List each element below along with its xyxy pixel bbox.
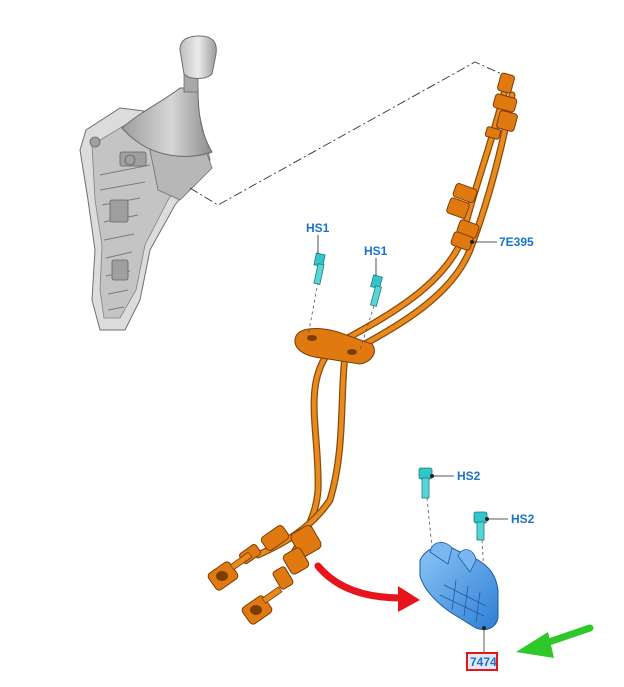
callout-7474: 7474 [470,655,497,669]
bolt-icon [418,467,433,549]
curved-arrow-icon [314,562,420,612]
leader-line [189,61,507,206]
callout-leaders [317,235,508,520]
callout-hs2-b: HS2 [511,512,535,526]
callout-7e395: 7E395 [499,235,534,249]
gear-shifter-assembly-icon [79,35,217,331]
callout-hs2-a: HS2 [457,469,481,483]
callout-hs1-a: HS1 [306,221,330,235]
cable-bracket-icon [419,542,499,652]
part-number-highlight-box [466,652,498,671]
bolt-icon [307,252,326,337]
callout-hs1-b: HS1 [364,244,388,258]
shift-cable-icon [207,72,518,625]
pointer-arrow-icon [516,624,594,658]
bolt-icon [359,274,383,351]
